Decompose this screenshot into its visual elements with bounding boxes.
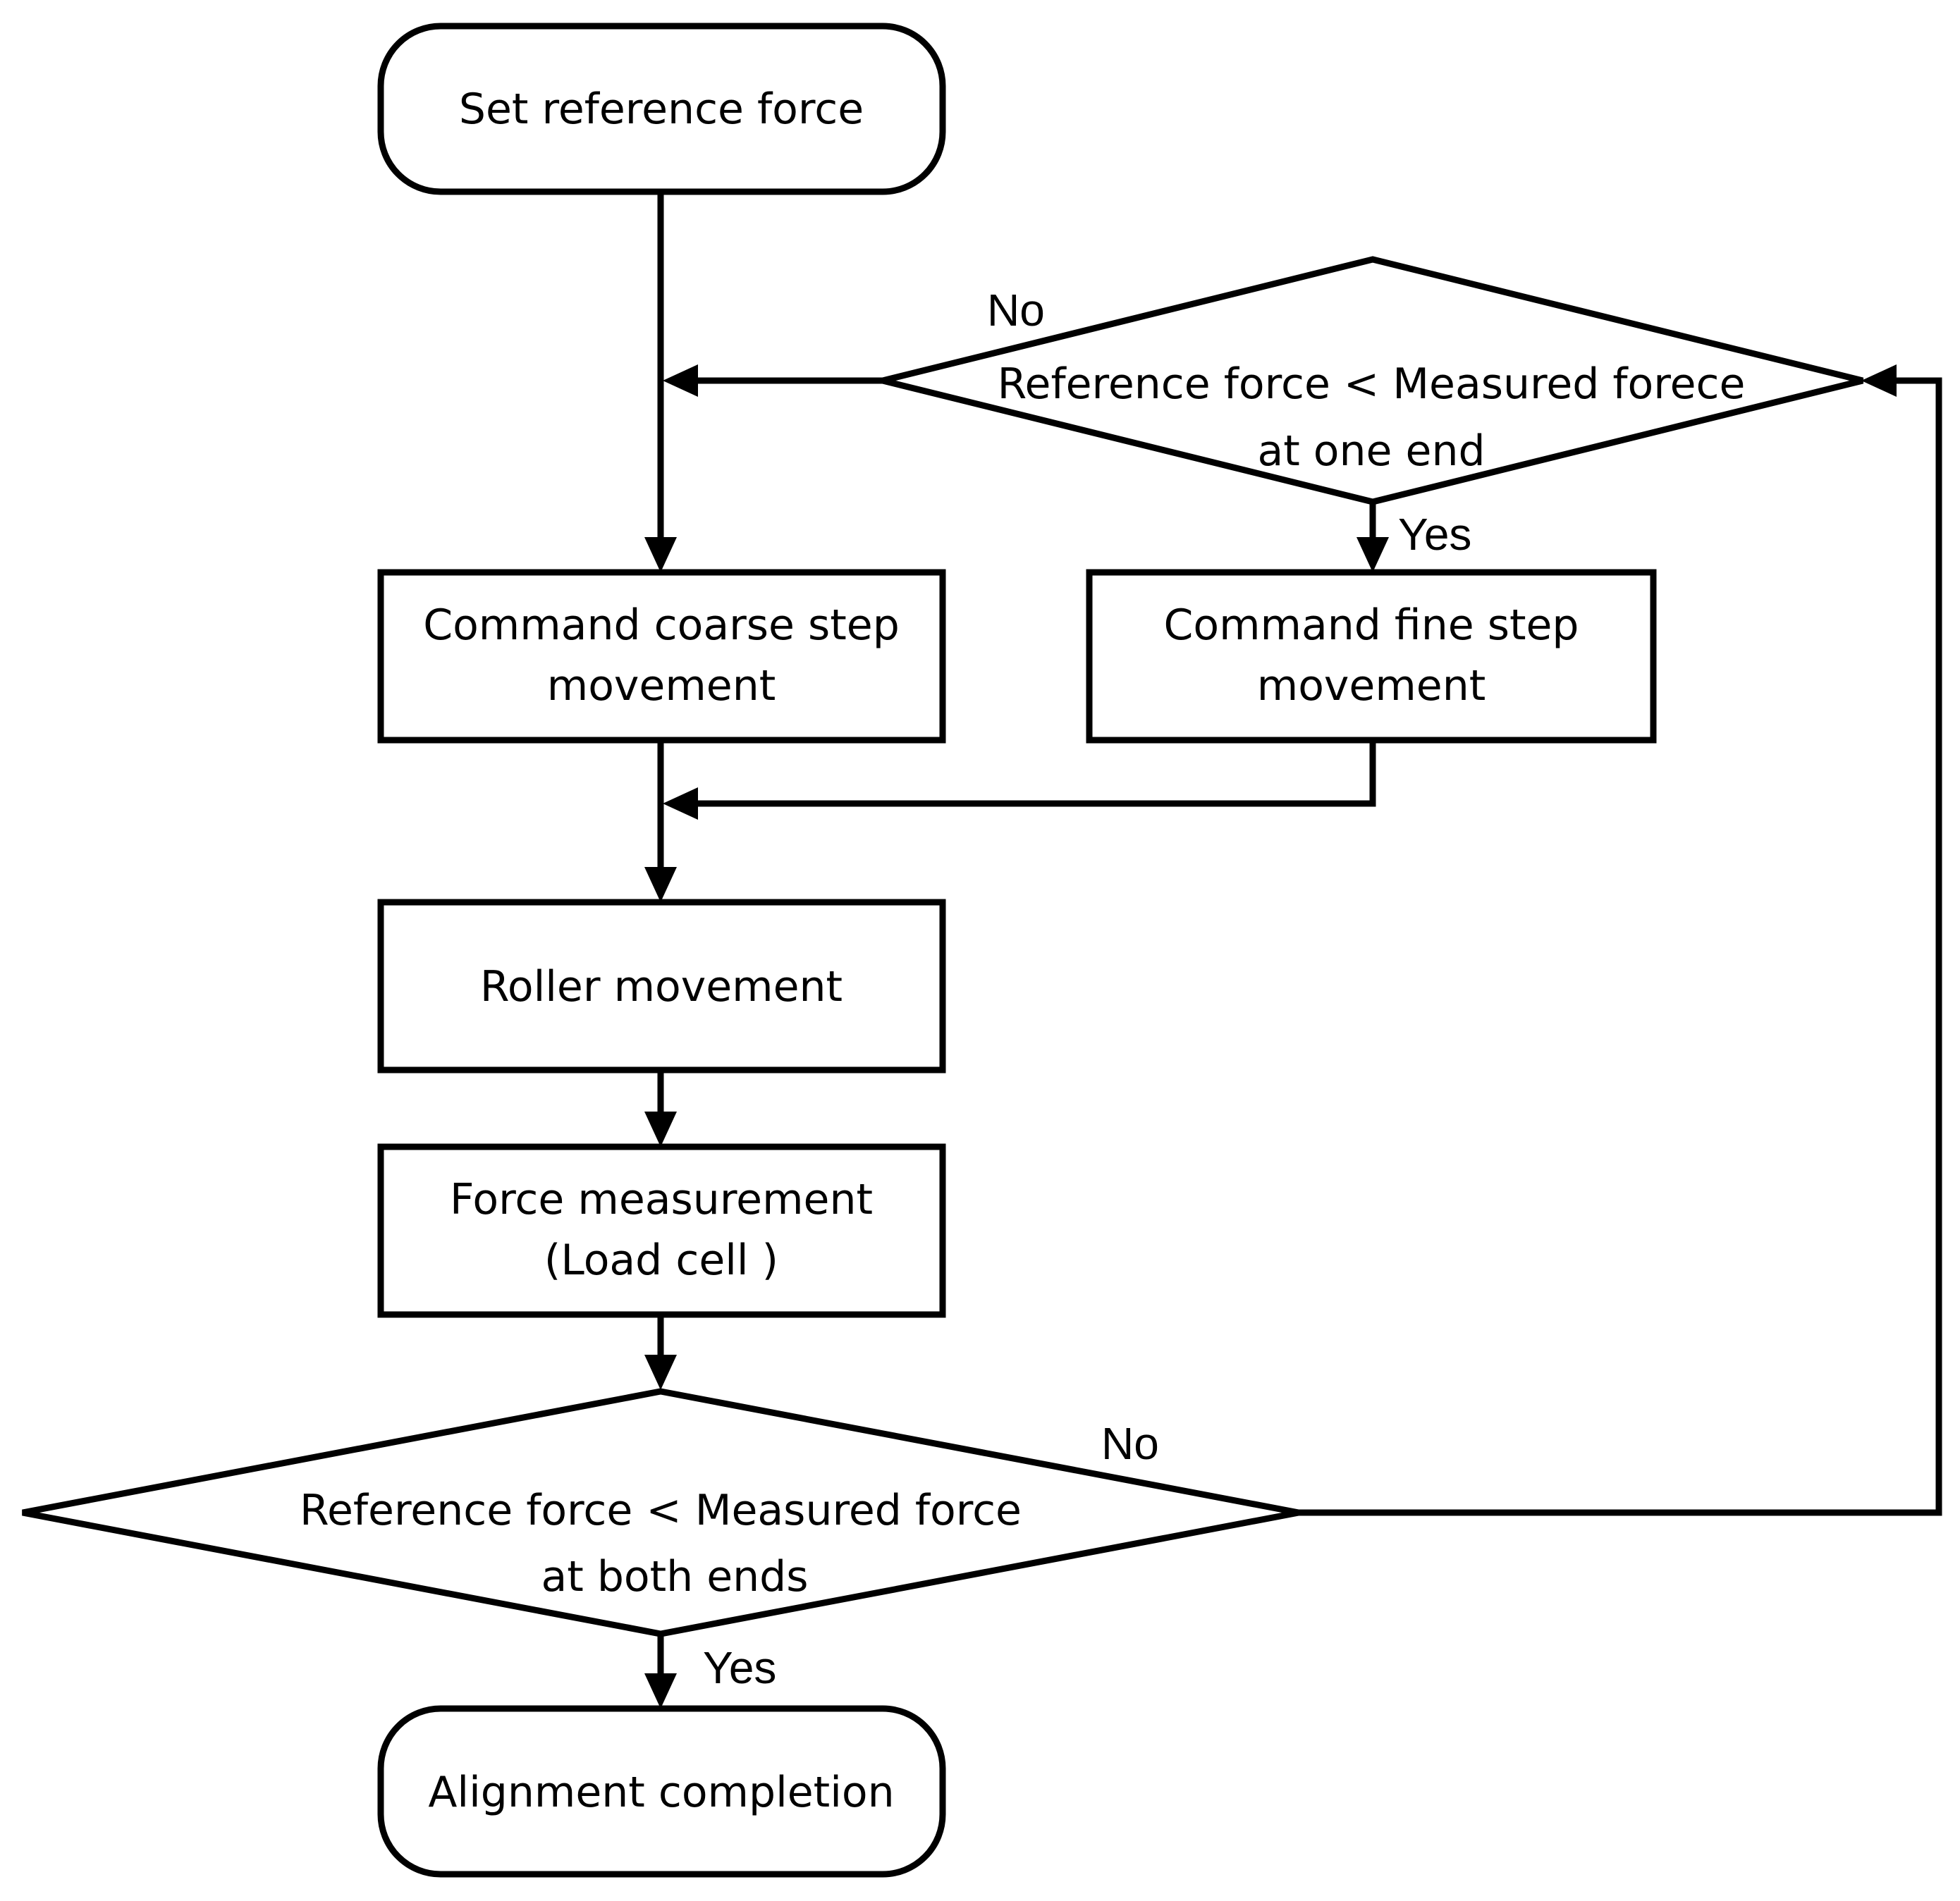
connector-fine-to-merge: [694, 740, 1376, 807]
force-measurement-line2: (Load cell ): [544, 1236, 778, 1285]
command-fine-step-line2: movement: [1257, 661, 1486, 710]
branch-label-both-ends-no: No: [1101, 1418, 1159, 1469]
end-node-label: Alignment completion: [428, 1768, 894, 1817]
start-node: Set reference force: [377, 23, 946, 195]
decision-one-end-line1: Reference force < Measured forece: [998, 359, 1746, 409]
arrowhead-into-end: [644, 1673, 677, 1709]
arrowhead-into-measure: [644, 1112, 677, 1147]
command-fine-step-line1: Command fine step: [1163, 601, 1579, 650]
branch-label-both-ends-yes: Yes: [703, 1642, 776, 1693]
branch-label-one-end-yes: Yes: [1398, 509, 1471, 560]
command-coarse-step-line1: Command coarse step: [423, 601, 900, 650]
command-fine-step-box: Command fine step movement: [1086, 569, 1657, 744]
decision-one-end: Reference force < Measured forece at one…: [881, 256, 1864, 505]
force-measurement-box: Force measurement (Load cell ): [377, 1143, 946, 1318]
decision-both-ends-line2: at both ends: [541, 1552, 808, 1601]
arrowhead-loop-into-decision-one: [1861, 364, 1897, 397]
arrowhead-fine-merge: [663, 787, 698, 820]
roller-movement-label: Roller movement: [480, 962, 843, 1011]
command-coarse-step-line2: movement: [547, 661, 776, 710]
connector-both-ends-no-loop: [1299, 377, 1942, 1516]
decision-both-ends: Reference force < Measured force at both…: [22, 1388, 1299, 1637]
arrowhead-into-decision-both: [644, 1355, 677, 1390]
arrowhead-into-coarse: [644, 537, 677, 572]
decision-both-ends-line1: Reference force < Measured force: [300, 1486, 1022, 1535]
roller-movement-box: Roller movement: [377, 899, 946, 1073]
branch-label-one-end-no: No: [987, 285, 1045, 336]
command-coarse-step-box: Command coarse step movement: [377, 569, 946, 744]
arrowhead-one-end-no: [663, 364, 698, 397]
end-node: Alignment completion: [377, 1705, 946, 1878]
arrowhead-into-roller: [644, 867, 677, 902]
arrowhead-into-fine: [1356, 537, 1389, 572]
start-node-label: Set reference force: [459, 85, 864, 134]
force-measurement-line1: Force measurement: [450, 1175, 873, 1224]
decision-one-end-line2: at one end: [1257, 426, 1485, 476]
